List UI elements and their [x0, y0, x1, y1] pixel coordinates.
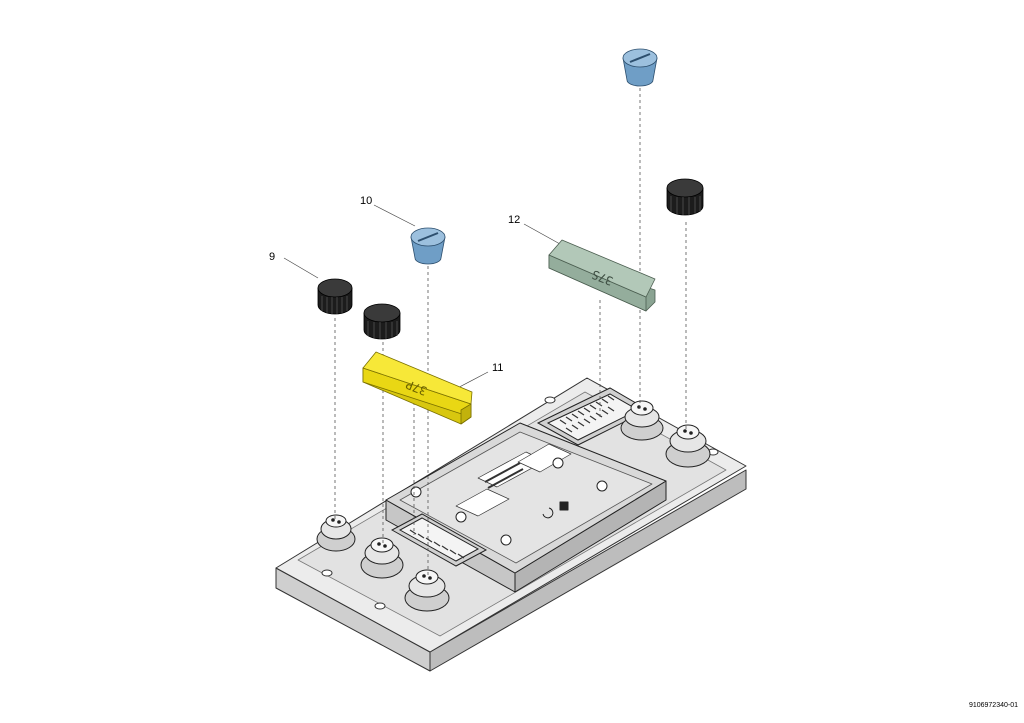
black-screw-cap-icon	[666, 178, 704, 216]
callout-11: 11	[492, 362, 503, 374]
assembly-guide-lines	[334, 88, 687, 578]
m12-connector-icon	[360, 537, 404, 579]
blue-screw-cap-icon	[622, 48, 658, 87]
callout-10: 10	[360, 195, 372, 207]
blue-screw-cap-icon	[410, 227, 446, 265]
black-screw-cap-icon	[317, 278, 353, 315]
yellow-plug-icon: 37P	[362, 351, 473, 425]
sub-d-connector-right	[536, 387, 650, 446]
m12-connector-icon	[316, 514, 356, 552]
m12-connector-icon	[620, 400, 664, 441]
black-screw-cap-icon	[363, 303, 401, 340]
m12-connector-icon	[665, 424, 711, 468]
sub-d-connector-left	[390, 513, 488, 567]
callout-12: 12	[508, 214, 520, 226]
m12-connector-icon	[404, 569, 450, 612]
callout-9: 9	[269, 251, 275, 263]
document-number: 9106972340-01	[968, 702, 1018, 709]
green-plug-icon: 37S	[548, 239, 656, 312]
